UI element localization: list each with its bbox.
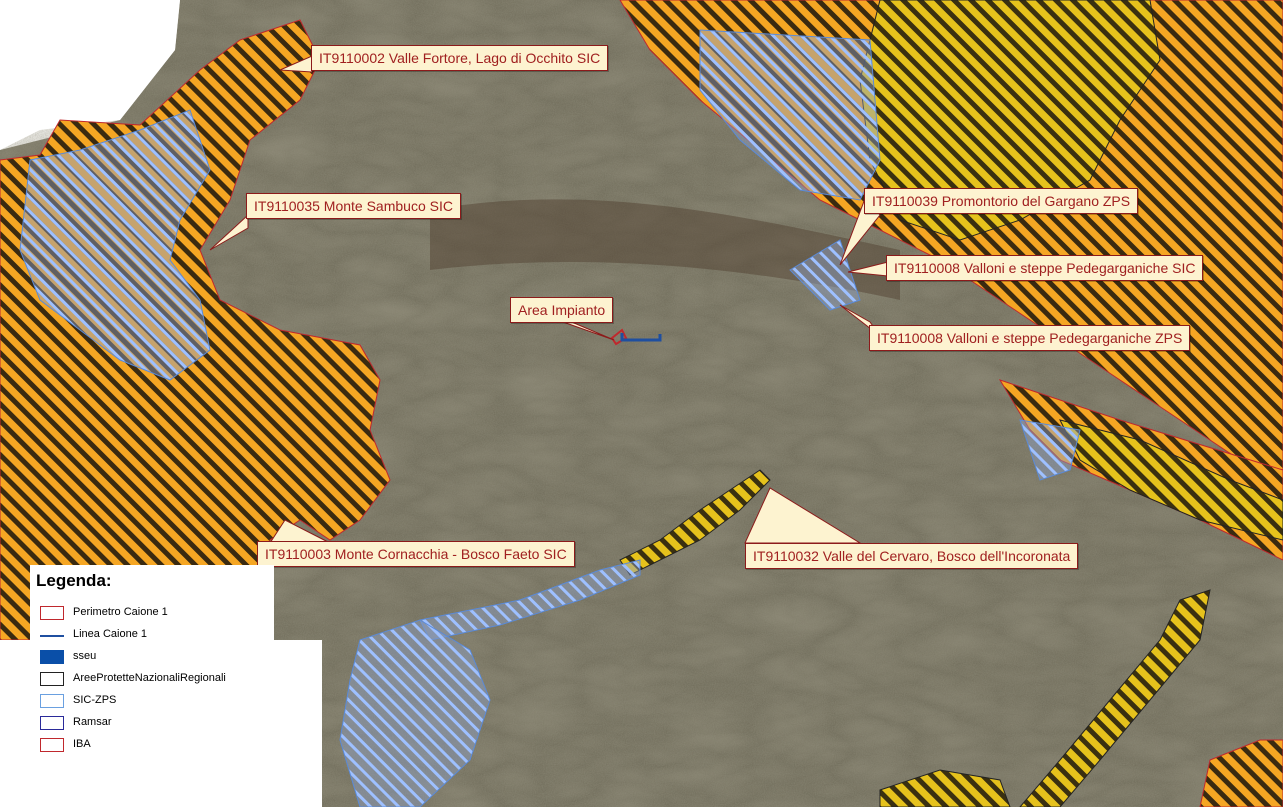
legend-label: SIC-ZPS [73,694,117,706]
cervaro-corridor [339,469,771,807]
outline-swatch-icon [40,694,64,708]
outline-swatch-icon [40,672,64,686]
legend-label: Perimetro Caione 1 [73,606,168,618]
line-swatch-icon [40,635,64,637]
legend-label: IBA [73,738,91,750]
outline-swatch-icon [40,606,64,620]
callout-text: IT9110008 Valloni e steppe Pedegarganich… [877,330,1183,346]
southeast-zones [879,589,1283,807]
callout-text: Area Impianto [518,302,606,318]
legend-label: Ramsar [73,716,112,728]
legend-item-iba: IBA [30,737,274,755]
callout-text: IT9110039 Promontorio del Gargano ZPS [872,193,1131,209]
callout-text: IT9110008 Valloni e steppe Pedegarganich… [894,260,1196,276]
callout-valle-cervaro[interactable]: IT9110032 Valle del Cervaro, Bosco dell'… [745,543,1079,569]
callout-valloni-zps[interactable]: IT9110008 Valloni e steppe Pedegarganich… [869,325,1191,351]
legend-item-ramsar: Ramsar [30,715,274,733]
legend-panel: Legenda: Perimetro Caione 1 Linea Caione… [30,565,274,807]
legend-item-perimetro: Perimetro Caione 1 [30,605,274,623]
callout-monte-sambuco[interactable]: IT9110035 Monte Sambuco SIC [246,193,461,219]
callout-text: IT9110032 Valle del Cervaro, Bosco dell'… [753,548,1071,564]
legend-label: AreeProtetteNazionaliRegionali [73,672,226,684]
legend-item-aree-protette: AreeProtetteNazionaliRegionali [30,671,274,689]
outline-swatch-icon [40,716,64,730]
legend-title: Legenda: [36,571,112,590]
impianto-site [610,328,662,346]
callout-valloni-sic[interactable]: IT9110008 Valloni e steppe Pedegarganich… [886,255,1204,281]
callout-text: IT9110035 Monte Sambuco SIC [254,198,453,214]
gargano-area [619,0,1283,561]
legend-label: sseu [73,650,97,662]
outline-swatch-icon [40,738,64,752]
callout-monte-cornacchia[interactable]: IT9110003 Monte Cornacchia - Bosco Faeto… [257,541,575,567]
legend-item-sseu: sseu [30,649,274,667]
legend-item-sic-zps: SIC-ZPS [30,693,274,711]
callout-valle-fortore[interactable]: IT9110002 Valle Fortore, Lago di Occhito… [311,45,609,71]
callout-text: IT9110002 Valle Fortore, Lago di Occhito… [319,50,601,66]
legend-item-linea: Linea Caione 1 [30,627,274,645]
fill-swatch-icon [40,650,64,664]
legend-label: Linea Caione 1 [73,628,148,640]
callout-area-impianto[interactable]: Area Impianto [510,297,614,323]
callout-text: IT9110003 Monte Cornacchia - Bosco Faeto… [265,546,567,562]
callout-gargano-zps[interactable]: IT9110039 Promontorio del Gargano ZPS [864,188,1139,214]
